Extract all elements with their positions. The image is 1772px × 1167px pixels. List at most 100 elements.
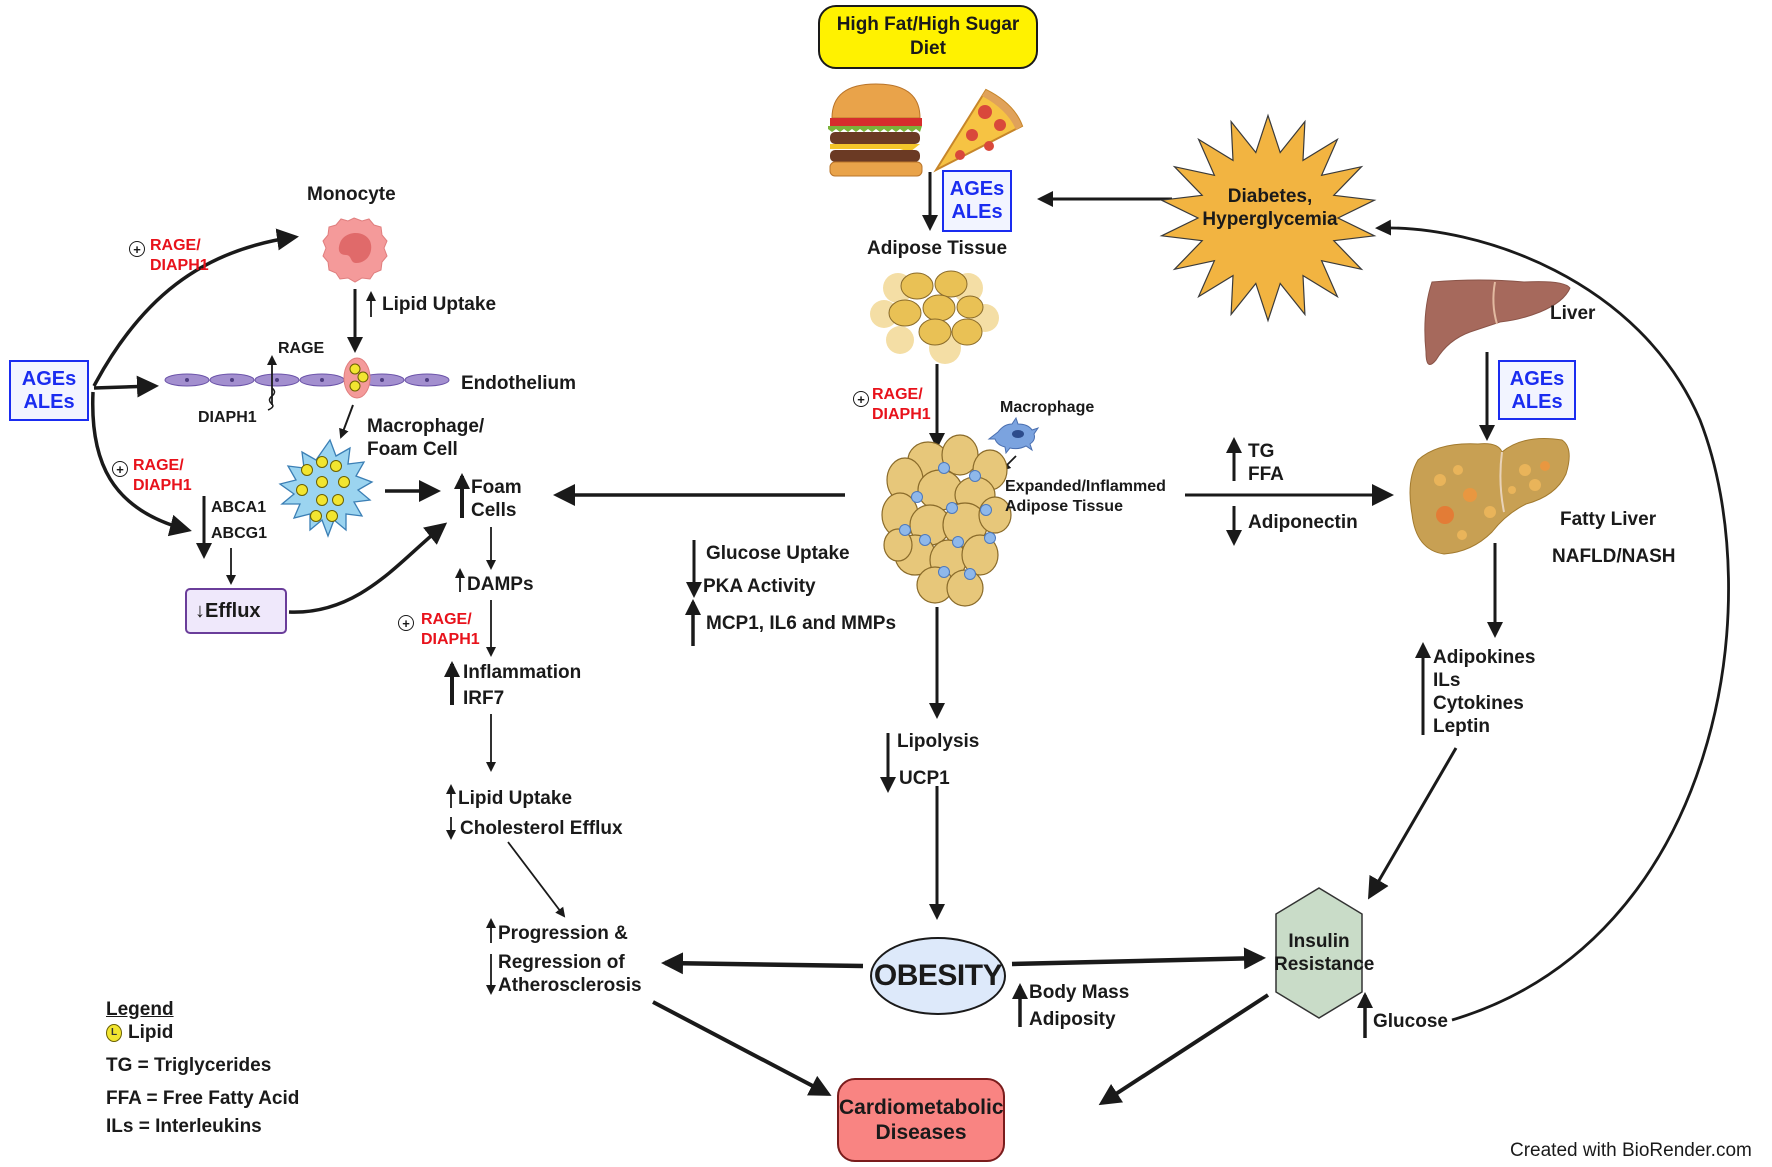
cardio-line1: Cardiometabolic (839, 1096, 1004, 1119)
fatty-liver-icon (1409, 438, 1570, 555)
plus-icon: + (398, 615, 414, 631)
immune-cell (969, 470, 981, 482)
progression-line3: Atherosclerosis (498, 975, 642, 996)
arrow-ages-to-abca1 (90, 391, 192, 537)
diaph1-text: DIAPH1 (133, 477, 192, 494)
ffa-label: FFA (1248, 464, 1284, 485)
diet-label-line2: Diet (910, 38, 946, 59)
macrophage-label: Macrophage (1000, 399, 1095, 416)
foam-line2: Cells (471, 500, 517, 521)
cardio-line2: Diseases (875, 1121, 967, 1144)
adiposity-label: Adiposity (1029, 1009, 1116, 1030)
arrow-obesity-to-insulin (1011, 947, 1266, 970)
legend-lipid: L Lipid (106, 1021, 299, 1044)
rage-text: RAGE/ (133, 457, 184, 474)
ages-label: AGEs (21, 368, 77, 390)
inflammation-label: Inflammation (463, 662, 582, 683)
ages-label: AGEs (949, 178, 1005, 200)
obesity-ellipse: OBESITY (870, 937, 1006, 1015)
efflux-label: Efflux (205, 600, 261, 622)
rage-diaph1-label-adipose: RAGE/ DIAPH1 (872, 385, 931, 425)
legend-lipid-text: Lipid (128, 1022, 174, 1043)
diaph1-text: DIAPH1 (872, 406, 931, 423)
diabetes-label: Diabetes, Hyperglycemia (1195, 185, 1345, 231)
macrophage-line2: Foam Cell (367, 439, 458, 460)
burger-icon (828, 83, 923, 177)
immune-cell (980, 504, 992, 516)
lipid-uptake-2-label: Lipid Uptake (458, 788, 573, 809)
biorender-credit: Created with BioRender.com (1510, 1140, 1752, 1161)
rage-text: RAGE/ (421, 611, 472, 628)
immune-cell (938, 462, 950, 474)
ages-ales-box-center: AGEs ALEs (942, 170, 1012, 232)
adiponectin-label: Adiponectin (1248, 512, 1358, 533)
down-arrow-icon: ↓ (195, 600, 205, 622)
immune-cell (938, 566, 950, 578)
irf7-label: IRF7 (463, 688, 505, 709)
adipocyte-cell (883, 528, 913, 562)
immune-cell (964, 568, 976, 580)
abcg1-label: ABCG1 (211, 525, 268, 542)
arrow-obesity-to-atherosclerosis (661, 952, 864, 975)
abca1-label: ABCA1 (211, 499, 267, 516)
arrow-adipokines-to-insulin (1367, 747, 1458, 900)
plus-icon: + (112, 461, 128, 477)
liver-icon (1424, 279, 1571, 365)
arrow-to-macrophage (339, 404, 354, 439)
damps-label: DAMPs (467, 574, 534, 595)
cholesterol-efflux-label: Cholesterol Efflux (460, 818, 623, 839)
mcp1-label: MCP1, IL6 and MMPs (706, 613, 897, 634)
efflux-box: ↓Efflux (185, 588, 287, 634)
expanded-adipose-tissue-icon (881, 434, 1012, 607)
macrophage-line1: Macrophage/ (367, 416, 485, 437)
arrow-insulin-to-cardio (1098, 993, 1270, 1106)
ucp1-label: UCP1 (899, 768, 950, 789)
adipose-tissue-icon (870, 270, 999, 364)
insulin-line1: Insulin (1288, 931, 1350, 952)
glucose-uptake-label: Glucose Uptake (706, 543, 850, 564)
diabetes-line1: Diabetes, (1227, 186, 1313, 207)
diaph1-label: DIAPH1 (198, 409, 257, 426)
tg-label: TG (1248, 441, 1275, 462)
expanded-line1: Expanded/Inflammed (1005, 478, 1166, 495)
ales-label: ALEs (1511, 391, 1563, 413)
diaph1-text: DIAPH1 (421, 631, 480, 648)
rage-diaph1-label-monocyte: RAGE/ DIAPH1 (150, 236, 209, 276)
progression-line1: Progression & (498, 923, 628, 944)
immune-cell (984, 532, 996, 544)
lipolysis-label: Lipolysis (897, 731, 980, 752)
nafld-nash-label: NAFLD/NASH (1552, 546, 1676, 567)
rage-text: RAGE/ (872, 386, 923, 403)
adipocyte-cell (946, 569, 984, 607)
insulin-line2: Resistance (1274, 954, 1375, 975)
monocyte-label: Monocyte (307, 184, 396, 205)
insulin-resistance-hexagon (1275, 887, 1363, 1019)
foam-line1: Foam (471, 477, 522, 498)
arrow-efflux-to-progression (507, 841, 566, 918)
body-mass-label: Body Mass (1029, 982, 1130, 1003)
ages-label: AGEs (1509, 368, 1565, 390)
pka-activity-label: PKA Activity (703, 576, 816, 597)
arrow-efflux-to-foam (288, 522, 448, 614)
cytokines-text: Cytokines (1433, 693, 1524, 714)
diabetes-starburst-shape (1159, 113, 1377, 323)
lipid-icon: L (106, 1023, 122, 1042)
rage-text: RAGE/ (150, 237, 201, 254)
monocyte-cell-icon (322, 217, 388, 283)
immune-cell (946, 502, 958, 514)
diabetes-line2: Hyperglycemia (1202, 209, 1338, 230)
arrow-ages-to-endothelium (93, 375, 159, 398)
glucose-label: Glucose (1373, 1011, 1448, 1032)
expanded-adipose-label: Expanded/Inflammed Adipose Tissue (1005, 477, 1166, 517)
arrow-glucose-to-diabetes (1375, 219, 1730, 1022)
immune-cell (911, 491, 923, 503)
plus-icon: + (129, 241, 145, 257)
legend-ils: ILs = Interleukins (106, 1116, 262, 1137)
diaph1-text: DIAPH1 (150, 257, 209, 274)
ales-label: ALEs (951, 201, 1003, 223)
liver-label: Liver (1550, 303, 1596, 324)
progression-label: Progression & Regression of Atherosclero… (498, 922, 642, 997)
diaph1-squiggle-icon (267, 387, 276, 411)
